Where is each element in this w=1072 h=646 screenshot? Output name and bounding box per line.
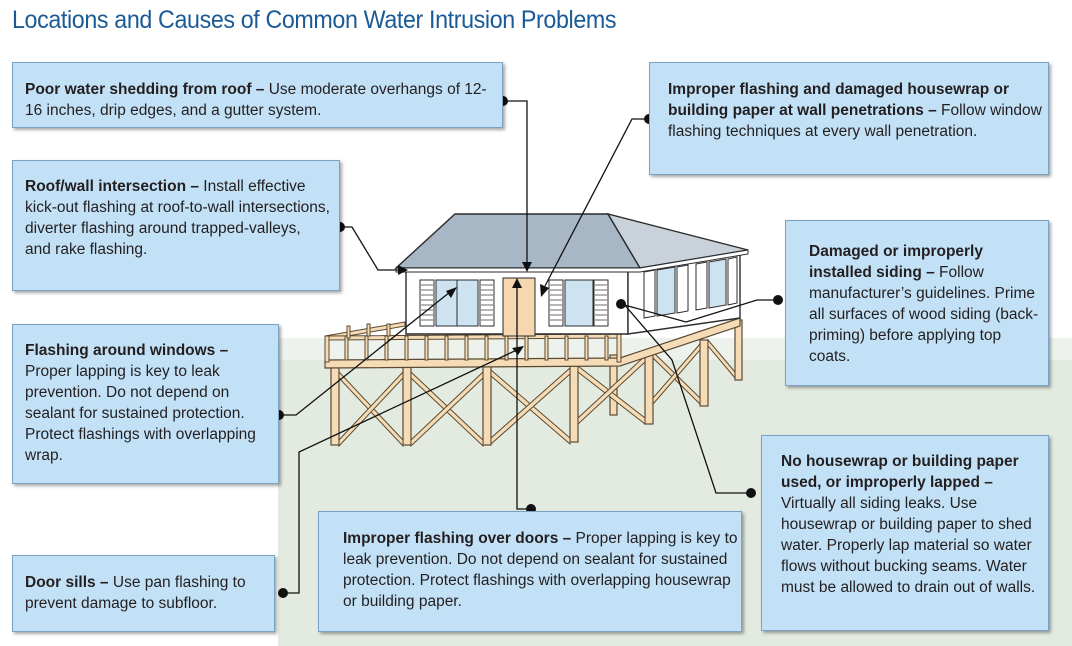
leader-roof-wall — [340, 226, 406, 271]
callout-body: Virtually all siding leaks. Use housewra… — [781, 495, 1036, 596]
roof-edge — [395, 249, 749, 273]
callout-heading: Flashing around windows – — [25, 342, 229, 359]
callout-body: Follow window flashing techniques at eve… — [668, 102, 1042, 140]
arrow-roof-shedding — [522, 262, 532, 272]
callout-heading: Poor water shedding from roof – — [25, 81, 265, 98]
callout-heading: Improper flashing and damaged housewrap … — [668, 81, 1010, 119]
callout-door-sills: Door sills – Use pan flashing to prevent… — [12, 555, 275, 632]
callout-heading: Roof/wall intersection – — [25, 178, 199, 195]
callout-siding: Damaged or improperly installed siding –… — [785, 220, 1049, 386]
leader-arrowheads — [398, 262, 549, 355]
leader-housewrap — [622, 302, 751, 494]
leader-roof-shedding — [503, 100, 528, 264]
leader-siding — [620, 299, 778, 323]
callout-roof-wall: Roof/wall intersection – Install effecti… — [12, 160, 340, 291]
callout-body: Proper lapping is key to leak prevention… — [25, 363, 256, 464]
leader-wall-penetrations — [544, 118, 649, 287]
callout-body: Use pan flashing to prevent damage to su… — [25, 574, 246, 612]
callout-body: Proper lapping is key to leak prevention… — [343, 530, 738, 610]
callout-windows: Flashing around windows – Proper lapping… — [12, 324, 279, 484]
leader-windows — [279, 291, 451, 416]
callout-doors: Improper flashing over doors – Proper la… — [318, 511, 742, 632]
callout-heading: Damaged or improperly installed siding – — [809, 243, 983, 281]
arrow-wall-penetrations — [540, 284, 549, 297]
callout-housewrap: No housewrap or building paper used, or … — [761, 435, 1049, 631]
callout-body: Follow manufacturer’s guidelines. Prime … — [809, 264, 1039, 365]
page-title: Locations and Causes of Common Water Int… — [12, 6, 617, 34]
callout-heading: Door sills – — [25, 574, 109, 591]
arrow-roof-wall — [398, 265, 408, 275]
callout-heading: No housewrap or building paper used, or … — [781, 453, 1019, 491]
right-window — [548, 279, 609, 327]
roof-front — [394, 213, 642, 269]
arrow-door-sills — [512, 346, 524, 355]
callout-wall-penetrations: Improper flashing and damaged housewrap … — [649, 62, 1049, 175]
callout-body: Install effective kick-out flashing at r… — [25, 178, 330, 258]
side-windows — [643, 256, 738, 319]
callout-body: Use moderate overhangs of 12-16 inches, … — [25, 81, 487, 119]
callout-roof-shedding: Poor water shedding from roof – Use mode… — [12, 62, 503, 128]
callout-heading: Improper flashing over doors – — [343, 530, 572, 547]
arrow-windows — [446, 287, 457, 298]
arrow-doors — [512, 278, 522, 288]
left-window — [419, 279, 495, 327]
leader-door-sills — [283, 347, 522, 594]
